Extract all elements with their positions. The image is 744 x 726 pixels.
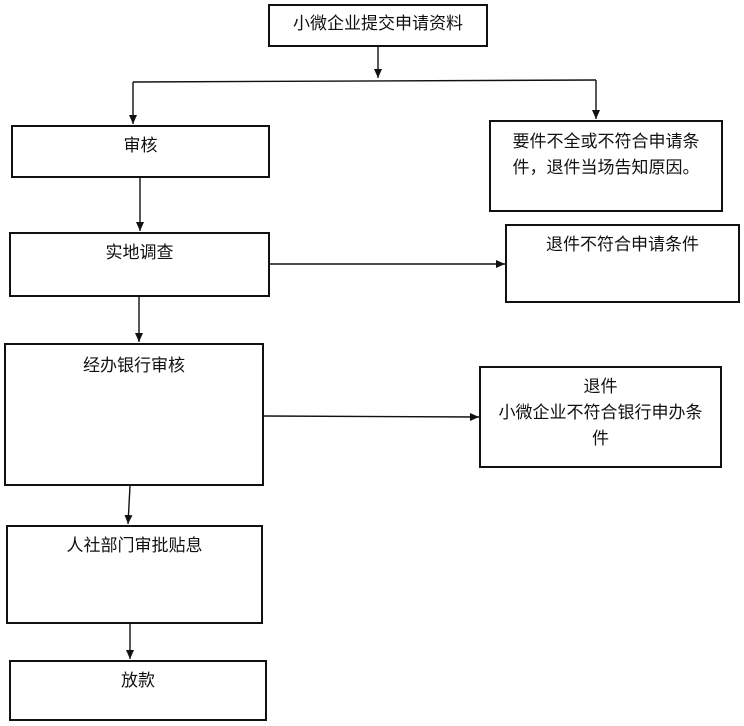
- connector-split-horizontal: [132, 79, 597, 83]
- node-bank-reject: 退件 小微企业不符合银行申办条 件: [479, 366, 722, 468]
- node-bank-review-label: 经办银行审核: [83, 356, 185, 376]
- node-hr-approve: 人社部门审批贴息: [6, 525, 263, 624]
- connector-bank-reject: [263, 412, 480, 421]
- node-hr-approve-label: 人社部门审批贴息: [66, 536, 203, 556]
- node-incomplete-reject: 要件不全或不符合申请条 件，退件当场告知原因。: [489, 120, 723, 212]
- node-review-label: 审核: [123, 136, 158, 156]
- node-loan-label: 放款: [121, 671, 155, 691]
- node-survey: 实地调查: [9, 232, 270, 297]
- node-incomplete-reject-line-2: 件，退件当场告知原因。: [512, 158, 700, 178]
- connector-bank-hr: [124, 485, 133, 525]
- node-submit: 小微企业提交申请资料: [268, 4, 488, 47]
- node-bank-reject-line-3: 件: [592, 429, 609, 449]
- node-bank-reject-line-1: 退件: [583, 377, 618, 397]
- node-loan: 放款: [9, 660, 267, 721]
- node-incomplete-reject-line-1: 要件不全或不符合申请条: [512, 132, 700, 152]
- node-submit-label: 小微企业提交申请资料: [293, 14, 463, 34]
- node-survey-reject: 退件不符合申请条件: [505, 224, 740, 303]
- node-bank-reject-text: 退件 小微企业不符合银行申办条 件: [481, 368, 720, 452]
- node-incomplete-reject-text: 要件不全或不符合申请条 件，退件当场告知原因。: [491, 122, 721, 181]
- node-survey-label: 实地调查: [105, 243, 174, 263]
- node-review: 审核: [11, 125, 270, 178]
- node-survey-reject-label: 退件不符合申请条件: [546, 235, 699, 255]
- node-bank-review: 经办银行审核: [4, 343, 264, 486]
- node-bank-reject-line-2: 小微企业不符合银行申办条: [498, 403, 703, 423]
